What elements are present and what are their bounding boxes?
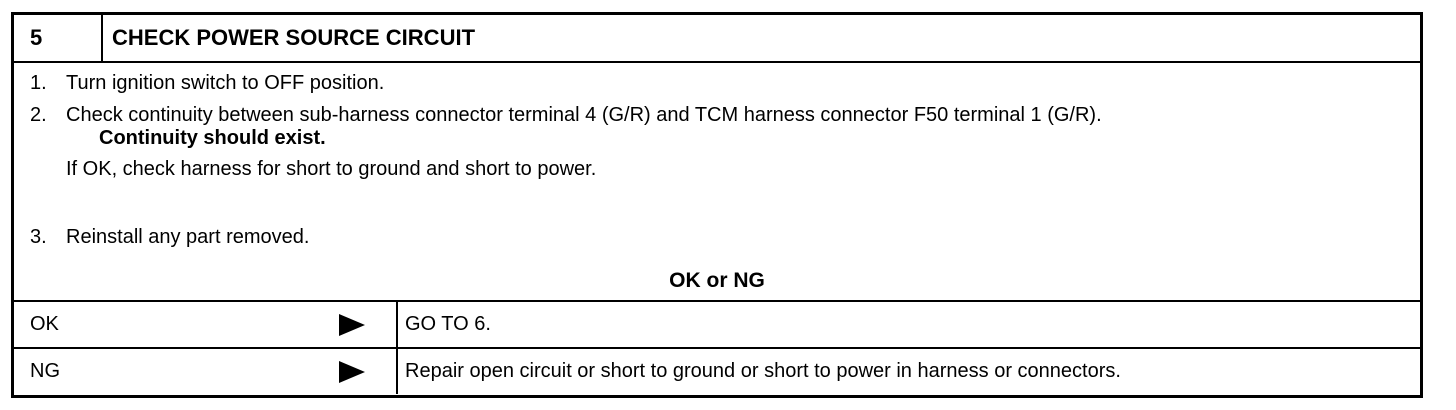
- decision-label: OK or NG: [669, 269, 765, 292]
- step-2-text: Check continuity between sub-harness con…: [66, 104, 1102, 126]
- diagnostic-step-table: 5 CHECK POWER SOURCE CIRCUIT 1. Turn igni…: [11, 12, 1423, 398]
- procedure-step-2: 2. Check continuity between sub-harness c…: [30, 104, 1102, 127]
- play-arrow-icon: [337, 302, 397, 347]
- step-2-expected-result: Continuity should exist.: [99, 127, 326, 149]
- step-1-number: 1.: [30, 72, 47, 94]
- procedure-body: 1.Turn ignition switch to OFF position. …: [14, 63, 1420, 300]
- step-3-text: Reinstall any part removed.: [66, 226, 310, 248]
- result-action-ok: GO TO 6.: [405, 313, 491, 335]
- result-label-ok: OK: [30, 313, 59, 335]
- procedure-step-1: 1. Turn ignition switch to OFF position.: [30, 72, 384, 95]
- step-header: 5 CHECK POWER SOURCE CIRCUIT: [14, 15, 1420, 63]
- step-title: CHECK POWER SOURCE CIRCUIT: [112, 25, 476, 50]
- step-2-number: 2.: [30, 104, 47, 126]
- result-row-ok: OK GO TO 6.: [14, 300, 1420, 347]
- step-2-note: If OK, check harness for short to ground…: [66, 158, 597, 180]
- column-divider: [396, 302, 398, 347]
- play-arrow-icon: [337, 349, 397, 394]
- step-3-number: 3.: [30, 226, 47, 248]
- step-number: 5: [14, 15, 103, 61]
- procedure-step-3: 3. Reinstall any part removed.: [30, 226, 309, 249]
- result-row-ng: NG Repair open circuit or short to groun…: [14, 347, 1420, 394]
- result-label-ng: NG: [30, 360, 60, 382]
- column-divider: [396, 349, 398, 394]
- result-action-ng: Repair open circuit or short to ground o…: [405, 360, 1121, 382]
- step-1-text: Turn ignition switch to OFF position.: [66, 72, 385, 94]
